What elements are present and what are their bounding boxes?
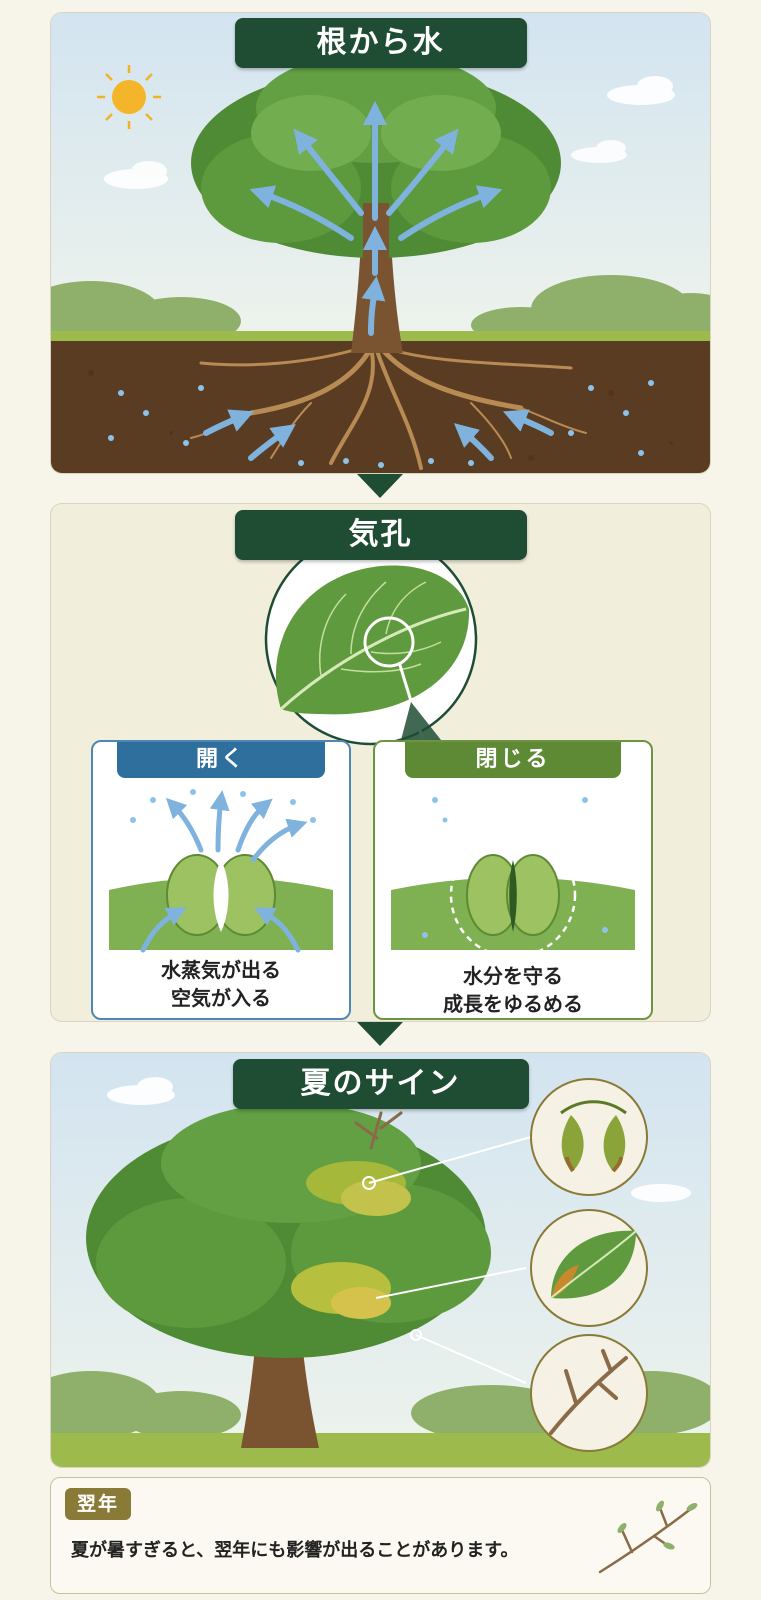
stomata-open-card: 開く 水蒸気が出る 空 [91,740,351,1020]
root-system [190,345,587,470]
twig-icon [598,1500,698,1574]
stomata-closed-illustration [391,797,635,959]
cloud-icon [107,1077,691,1202]
flow-arrow-down-icon [357,474,403,498]
flow-arrow-down-icon [357,1022,403,1046]
stomata-open-illustration [109,789,333,953]
magnify-ring [363,616,415,668]
summer-title: 夏のサイン [232,1059,529,1109]
stomata-closed-label: 閉じる [405,742,621,778]
detail-scorched-leaf [530,1209,648,1327]
stomata-panel: 開く 水蒸気が出る 空 [50,503,711,1022]
water-droplets [108,380,654,468]
roots-illustration [51,13,710,473]
next-year-text: 夏が暑すぎると、翌年にも影響が出ることがあります。 [71,1540,519,1561]
cloud-icon [104,76,675,189]
detail-wilted-leaves [530,1078,648,1196]
leaf-magnify-illustration [264,532,478,746]
water-flow-arrows [203,101,554,461]
detail-dead-branch [530,1334,648,1452]
roots-panel: 根から水 [50,12,711,474]
stomata-open-label: 開く [117,742,325,778]
next-year-note: 翌年 夏が暑すぎると、翌年にも影響が出ることがあります。 [50,1477,711,1594]
stomata-open-caption-1: 水蒸気が出る [161,958,281,982]
roots-title: 根から水 [234,18,527,68]
sun-icon [97,65,161,129]
stomata-closed-caption-1: 水分を守る [463,964,563,988]
stomata-open-caption-2: 空気が入る [171,986,271,1010]
next-year-badge: 翌年 [65,1488,131,1520]
leaf-icon [275,565,470,715]
summer-panel: 夏のサイン [50,1052,711,1468]
stomata-title: 気孔 [234,510,527,560]
stomata-closed-card: 閉じる 水分を守る 成長をゆるめる [373,740,653,1020]
stomata-closed-caption-2: 成長をゆるめる [443,992,583,1016]
summer-tree-illustration [51,1053,710,1467]
wilting-leaves [291,1161,411,1319]
